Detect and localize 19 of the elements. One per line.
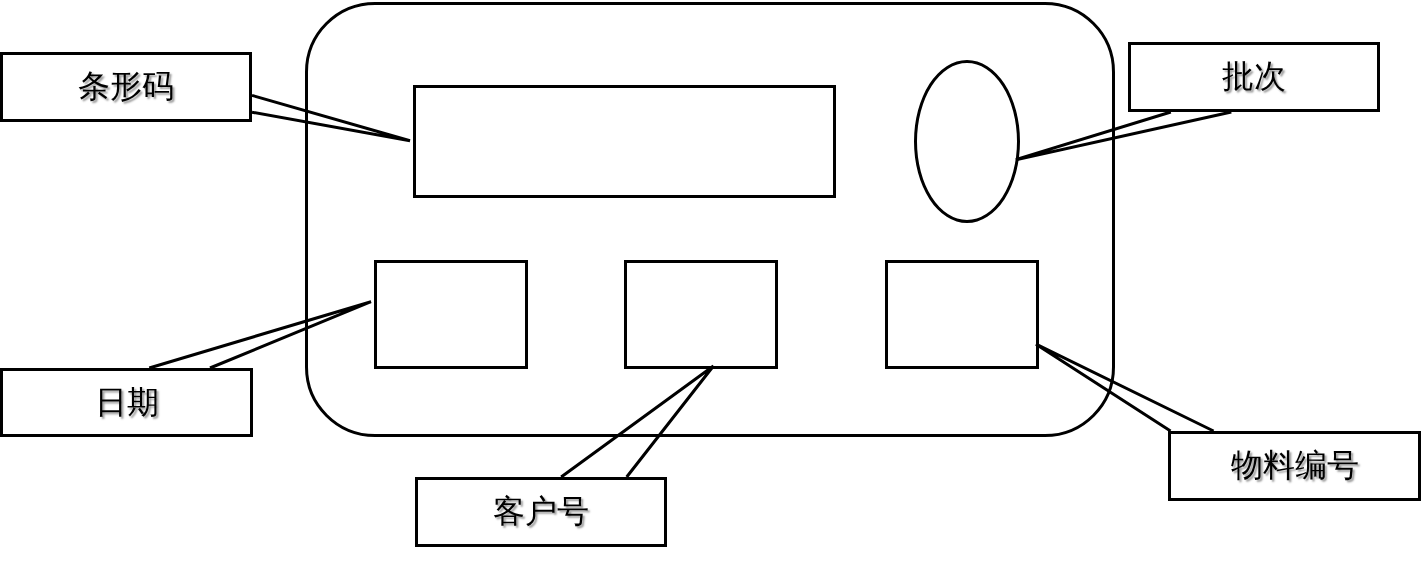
- callout-box: [1168, 431, 1421, 501]
- field-box: [624, 260, 778, 369]
- callout-text: 客户号: [493, 491, 589, 532]
- callout-box: [415, 477, 667, 547]
- leader-line: [250, 93, 412, 143]
- callout-text: 日期: [94, 381, 159, 423]
- callout-text: 条形码: [78, 66, 174, 107]
- barcode-area: [413, 85, 836, 198]
- label-outline: [305, 2, 1115, 437]
- leader-line: [560, 364, 715, 479]
- callout-text: 批次: [1222, 56, 1286, 97]
- leader-line: [1014, 110, 1233, 162]
- callout-box: [0, 368, 253, 437]
- field-box: [374, 260, 528, 369]
- callout-box: [1128, 42, 1380, 112]
- field-box: [885, 260, 1039, 369]
- callout-text: 物料编号: [1230, 445, 1359, 486]
- leader-line: [148, 300, 373, 370]
- callout-box: [0, 52, 252, 122]
